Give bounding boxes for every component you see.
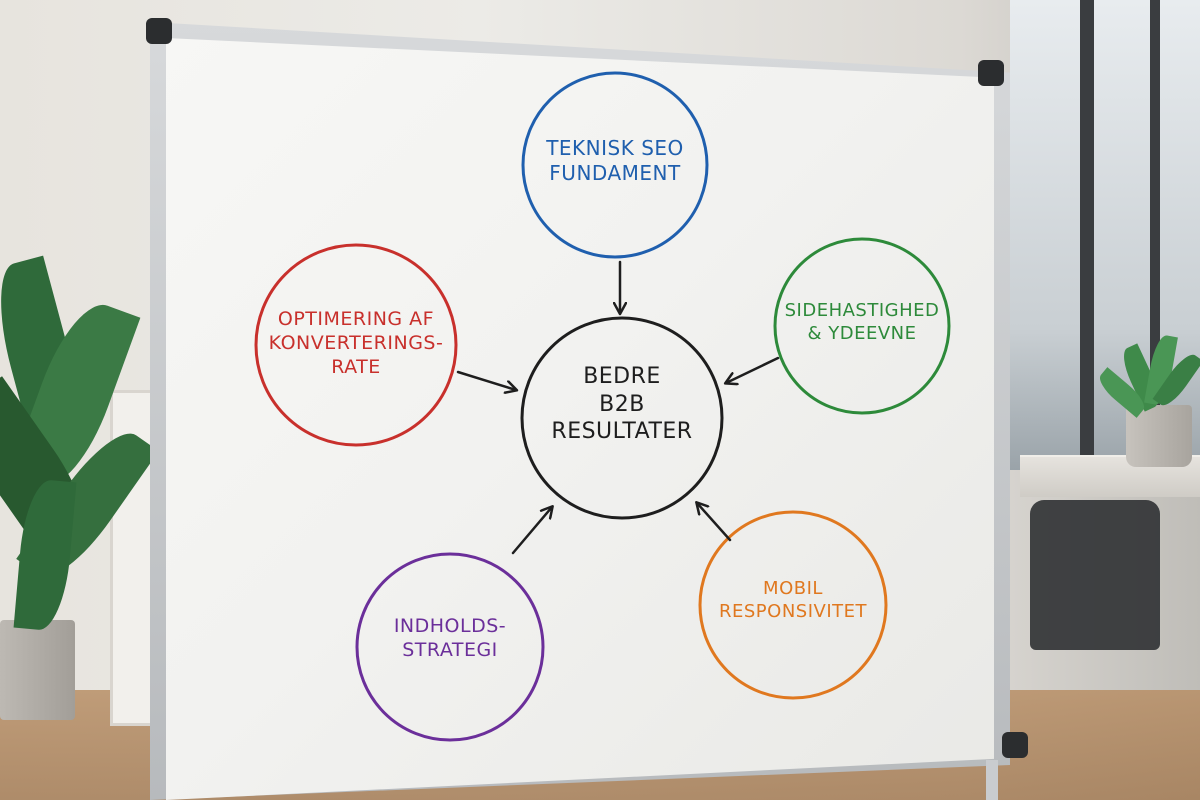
whiteboard-corner xyxy=(978,60,1004,86)
bottom-left-label: INDHOLDS- STRATEGI xyxy=(370,615,530,663)
left-circle xyxy=(254,243,458,447)
whiteboard-corner xyxy=(1002,732,1028,758)
bottom-right-label: MOBIL RESPONSIVITET xyxy=(703,578,883,623)
left-label-line: OPTIMERING AF xyxy=(277,308,435,330)
left-label-line: RATE xyxy=(331,355,381,378)
bottom-left-label-line: STRATEGI xyxy=(402,638,498,661)
top-label: TEKNISK SEO FUNDAMENT xyxy=(530,136,700,186)
center-label-line: BEDRE xyxy=(583,364,661,389)
left-label-line: KONVERTERINGS- xyxy=(268,331,444,354)
bottom-left-circle xyxy=(355,552,545,742)
plant-pot xyxy=(0,620,75,720)
center-label-line: RESULTATER xyxy=(551,419,693,444)
window-frame xyxy=(1080,0,1094,470)
arrow-bottom-right xyxy=(697,503,732,542)
window-frame xyxy=(1150,0,1160,470)
center-label: BEDRE B2B RESULTATER xyxy=(532,363,712,446)
bottom-left-label-line: INDHOLDS- xyxy=(393,615,507,637)
right-circle xyxy=(773,237,951,415)
left-label: OPTIMERING AF KONVERTERINGS- RATE xyxy=(256,308,456,379)
bottom-right-label-line: RESPONSIVITET xyxy=(718,600,867,622)
right-label-line: SIDEHASTIGHED xyxy=(784,300,940,321)
arrow-bottom-left xyxy=(511,507,552,555)
arrow-right xyxy=(726,356,780,383)
chair xyxy=(1030,500,1160,650)
top-circle xyxy=(521,71,709,259)
center-label-line: B2B xyxy=(599,391,645,417)
right-label: SIDEHASTIGHED & YDEEVNE xyxy=(782,300,942,345)
arrow-left xyxy=(456,370,516,390)
whiteboard-corner xyxy=(146,18,172,44)
top-label-line: TEKNISK SEO xyxy=(546,136,684,160)
bottom-right-label-line: MOBIL xyxy=(763,578,823,599)
center-circle xyxy=(520,316,724,520)
right-label-line: & YDEEVNE xyxy=(807,322,917,344)
top-label-line: FUNDAMENT xyxy=(549,161,681,185)
bottom-right-circle xyxy=(698,510,888,700)
stand-leg xyxy=(986,760,998,800)
